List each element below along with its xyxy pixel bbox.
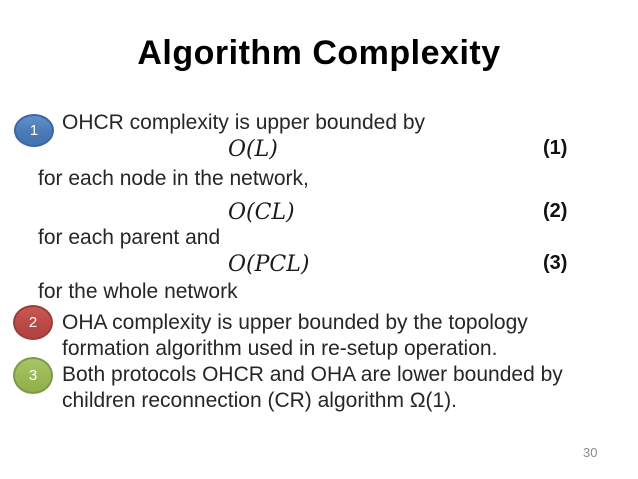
bullet-2-line-2: formation algorithm used in re-setup ope… <box>62 337 498 360</box>
equation-1-number: (1) <box>543 137 568 159</box>
bullet-1-number: 1 <box>29 122 39 139</box>
bullet-2-number-badge: 2 <box>13 305 53 340</box>
page-number: 30 <box>583 445 598 460</box>
equation-3-row: O(PCL) (3) <box>0 252 638 280</box>
bullet-3-text: Both protocols OHCR and OHA are lower bo… <box>62 362 563 414</box>
bullet-2-text: OHA complexity is upper bounded by the t… <box>62 310 528 362</box>
bullet-3-number: 3 <box>28 367 38 384</box>
slide-title: Algorithm Complexity <box>137 34 501 72</box>
bullet-1-number-badge: 1 <box>14 114 54 147</box>
equation-2-number: (2) <box>543 200 568 222</box>
equation-2-formula: O(CL) <box>228 200 295 225</box>
bullet-3-number-badge: 3 <box>13 357 53 394</box>
equation-3-caption: for the whole network <box>38 280 238 303</box>
equation-1-formula: O(L) <box>228 137 278 162</box>
equation-2-caption: for each parent and <box>38 226 221 249</box>
equation-2-row: O(CL) (2) <box>0 200 638 228</box>
equation-3-formula: O(PCL) <box>228 252 310 277</box>
bullet-3-line-1: Both protocols OHCR and OHA are lower bo… <box>62 363 563 386</box>
equation-1-row: O(L) (1) <box>0 137 638 165</box>
equation-3-number: (3) <box>543 252 568 274</box>
bullet-3-line-2: children reconnection (CR) algorithm Ω(1… <box>62 389 458 412</box>
bullet-2-number: 2 <box>28 314 38 331</box>
equation-1-caption: for each node in the network, <box>38 167 309 190</box>
bullet-1-text: OHCR complexity is upper bounded by <box>62 111 426 134</box>
bullet-2-line-1: OHA complexity is upper bounded by the t… <box>62 311 528 334</box>
